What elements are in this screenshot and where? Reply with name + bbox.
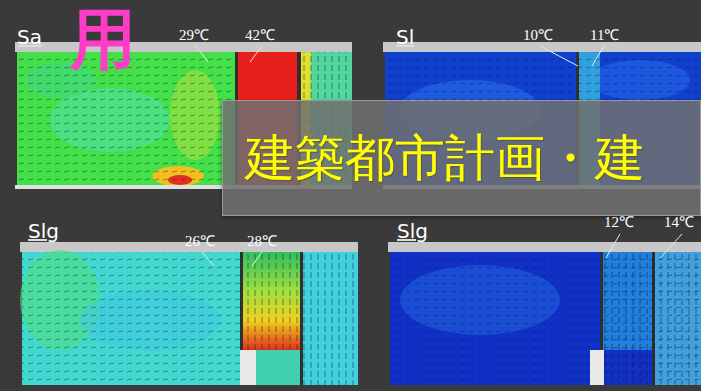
panel-heading: Slg (28, 220, 63, 242)
simulation-panel: Slg (397, 220, 432, 244)
temperature-callout: 11℃ (590, 27, 619, 44)
floor-step (590, 350, 604, 385)
temperature-callout: 26℃ (185, 233, 215, 250)
simulation-panel: Slg (28, 220, 63, 244)
temperature-field (22, 252, 242, 385)
temperature-callout: 12℃ (604, 214, 634, 231)
temperature-callout: 10℃ (523, 27, 553, 44)
floor-step (240, 350, 256, 385)
panel-heading: Sa (17, 26, 46, 48)
panel-heading: Slg (397, 220, 432, 242)
leader-line (592, 46, 604, 66)
leader-line (660, 234, 682, 258)
leader-line (202, 252, 214, 266)
leader-line (252, 252, 262, 266)
title-banner: 建築都市計画・建 (222, 100, 701, 216)
leader-line (606, 234, 620, 258)
temperature-callout: 28℃ (247, 233, 277, 250)
velocity-vectors (242, 252, 358, 385)
temperature-callout: 42℃ (245, 27, 275, 44)
magenta-mark: 用 (70, 4, 136, 77)
leader-line (540, 46, 578, 66)
ceiling-slab (388, 242, 701, 252)
leader-line (196, 46, 208, 62)
velocity-vectors (602, 252, 701, 385)
velocity-vectors (390, 252, 701, 385)
temperature-field (390, 252, 701, 385)
banner-title: 建築都市計画・建 (245, 131, 645, 186)
leader-lines (196, 46, 682, 266)
temperature-callout: 14℃ (664, 214, 694, 231)
panel-heading: Sl (396, 26, 420, 48)
temperature-field (256, 350, 300, 385)
velocity-vectors (22, 252, 242, 385)
temperature-callout: 29℃ (179, 27, 209, 44)
simulation-panel: Sa (17, 26, 46, 50)
ceiling-slab (15, 42, 352, 52)
simulation-panel: Sl (396, 26, 420, 50)
leader-line (250, 46, 262, 62)
